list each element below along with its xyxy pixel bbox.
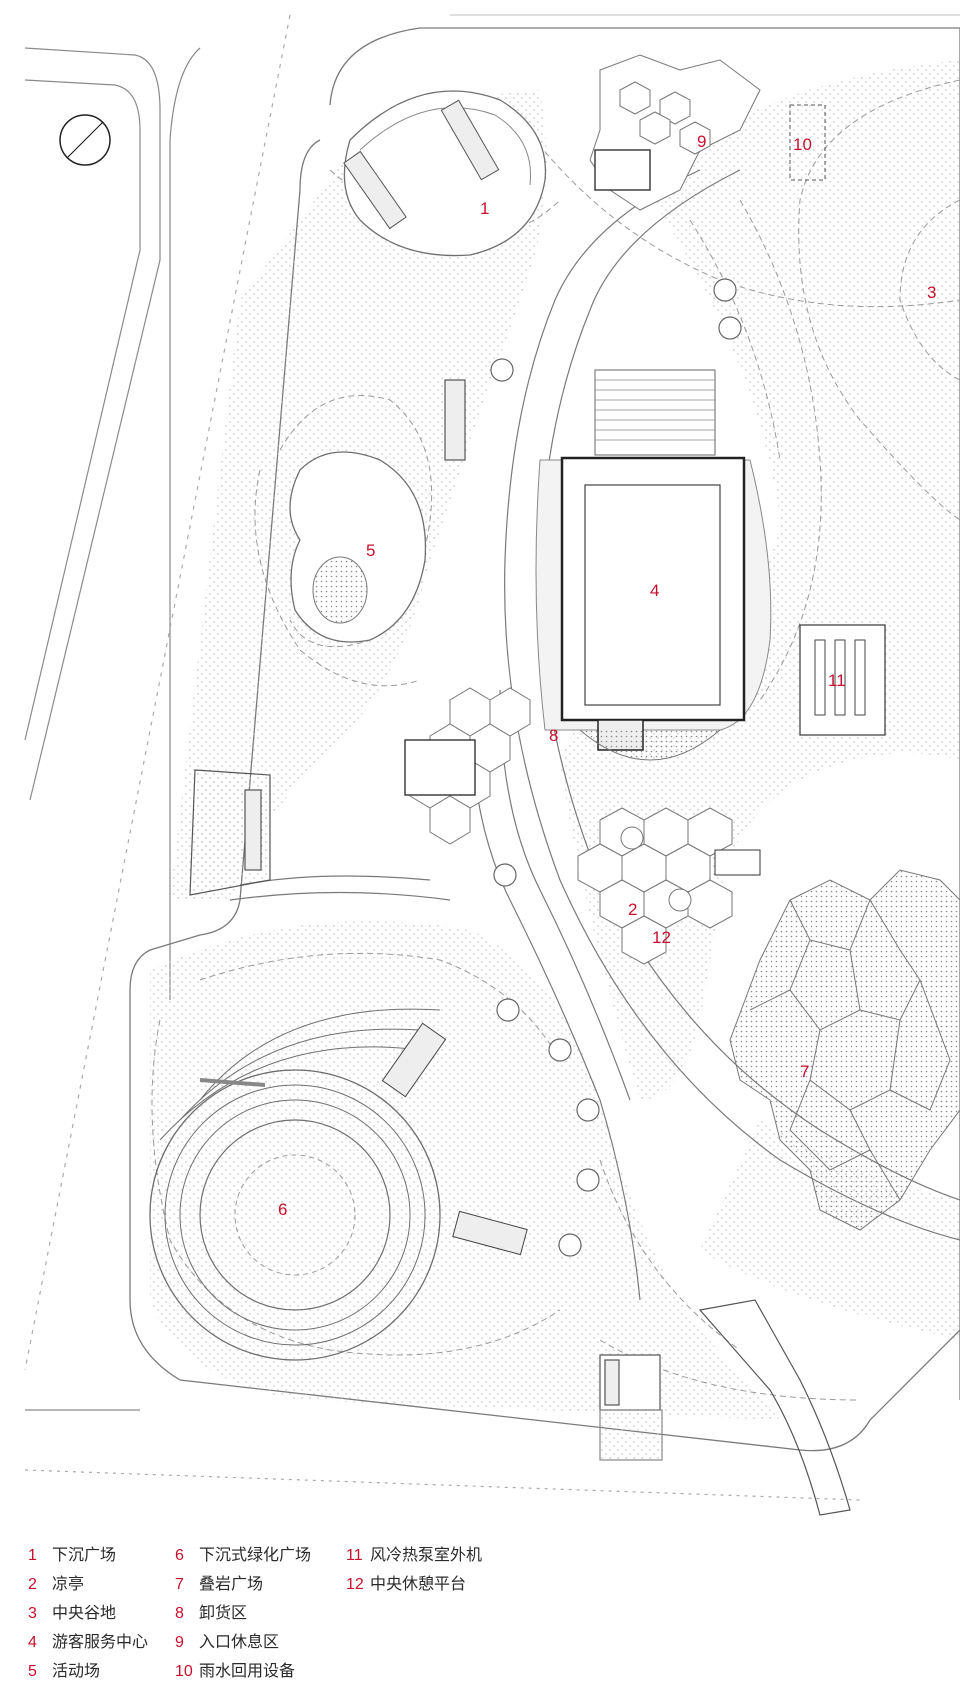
- zone-marker-2: 2: [628, 900, 637, 919]
- site-boundary: [129, 27, 960, 1452]
- activity-field: [289, 451, 427, 643]
- zone-markers: 1 2 3 4 5 6 7 8 9 10 11 12: [278, 132, 936, 1219]
- west-stairs: [189, 379, 466, 896]
- zone-marker-3: 3: [927, 283, 936, 302]
- zone-marker-8: 8: [549, 726, 558, 745]
- zone-marker-11: 11: [828, 671, 846, 690]
- zone-marker-10: 10: [793, 135, 812, 154]
- zone-marker-6: 6: [278, 1200, 287, 1219]
- site-plan: 1 2 3 4 5 6 7 8 9 10 11 12: [24, 14, 960, 1516]
- entrance-rest-area: [589, 54, 761, 211]
- contour-lines: [151, 79, 960, 1401]
- stacked-rock-plaza: [729, 869, 960, 1231]
- zone-marker-9: 9: [697, 132, 706, 151]
- road-lines: [24, 14, 960, 1501]
- zone-marker-5: 5: [366, 541, 375, 560]
- heat-pump-units: [799, 624, 886, 736]
- rainwater-equipment: [789, 104, 826, 181]
- zone-marker-4: 4: [650, 581, 659, 600]
- sunken-green-plaza: [149, 1008, 528, 1361]
- west-hex-cluster: [404, 687, 531, 845]
- visitor-center: [535, 369, 772, 761]
- pavilion-cluster: [577, 807, 761, 965]
- south-stairs: [599, 1299, 851, 1516]
- sunken-plaza: [343, 90, 547, 257]
- zone-marker-1: 1: [480, 199, 489, 218]
- round-planters: [490, 278, 742, 1257]
- zone-marker-7: 7: [800, 1062, 809, 1081]
- north-arrow-icon: [59, 114, 111, 166]
- zone-marker-12: 12: [652, 928, 671, 947]
